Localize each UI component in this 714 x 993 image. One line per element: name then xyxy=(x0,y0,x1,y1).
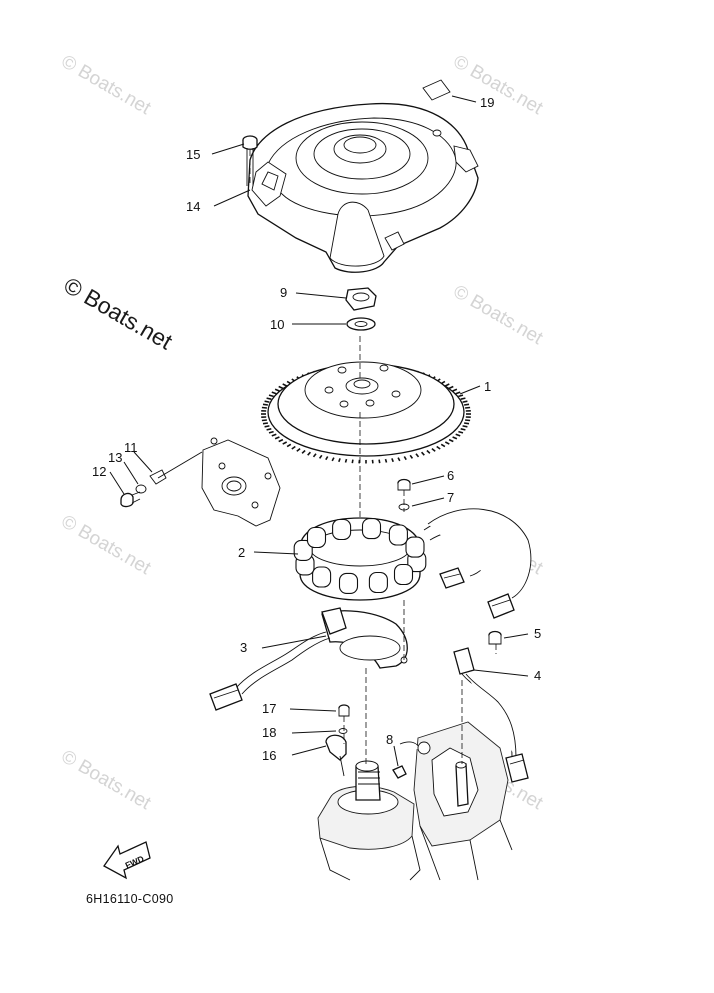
part-12-screw xyxy=(121,492,140,507)
part-18-washer xyxy=(339,729,347,734)
callout-5: 5 xyxy=(534,626,541,641)
part-2-stator xyxy=(294,509,531,618)
callout-16: 16 xyxy=(262,748,276,763)
watermark-main: © Boats.net xyxy=(60,272,178,355)
watermark-faint: © Boats.net xyxy=(58,51,155,119)
callout-17: 17 xyxy=(262,701,276,716)
part-5-bolt xyxy=(489,632,501,645)
part-9-nut xyxy=(346,288,376,310)
callout-3: 3 xyxy=(240,640,247,655)
part-6-bolt xyxy=(398,480,410,491)
callout-13: 13 xyxy=(108,450,122,465)
part-13-washer xyxy=(136,485,146,493)
part-16-clamp xyxy=(326,735,346,776)
part-17-bolt xyxy=(339,705,349,716)
callout-7: 7 xyxy=(447,490,454,505)
flywheel-cover xyxy=(248,104,478,273)
bracket-plate xyxy=(202,438,280,526)
callout-9: 9 xyxy=(280,285,287,300)
callout-11: 11 xyxy=(124,440,138,455)
callout-14: 14 xyxy=(186,199,200,214)
part-code: 6H16110-C090 xyxy=(86,892,173,906)
callout-8: 8 xyxy=(386,732,393,747)
crankcase xyxy=(318,722,512,880)
callout-19: 19 xyxy=(480,95,494,110)
fwd-arrow: FWD xyxy=(104,842,150,878)
callout-4: 4 xyxy=(534,668,541,683)
watermark-faint: © Boats.net xyxy=(450,51,547,119)
callout-15: 15 xyxy=(186,147,200,162)
part-3-pulser-coil xyxy=(210,608,407,710)
callout-18: 18 xyxy=(262,725,276,740)
watermark-faint: © Boats.net xyxy=(450,281,547,349)
part-1-flywheel xyxy=(261,362,471,464)
callout-10: 10 xyxy=(270,317,284,332)
part-8-dowel-pin xyxy=(393,766,406,778)
callout-1: 1 xyxy=(484,379,491,394)
part-19-sticker xyxy=(423,80,450,100)
part-10-washer xyxy=(347,318,375,330)
callout-12: 12 xyxy=(92,464,106,479)
part-11-clip xyxy=(150,452,202,484)
watermark-faint: © Boats.net xyxy=(58,511,155,579)
callout-2: 2 xyxy=(238,545,245,560)
watermark-faint: © Boats.net xyxy=(58,746,155,814)
callout-6: 6 xyxy=(447,468,454,483)
